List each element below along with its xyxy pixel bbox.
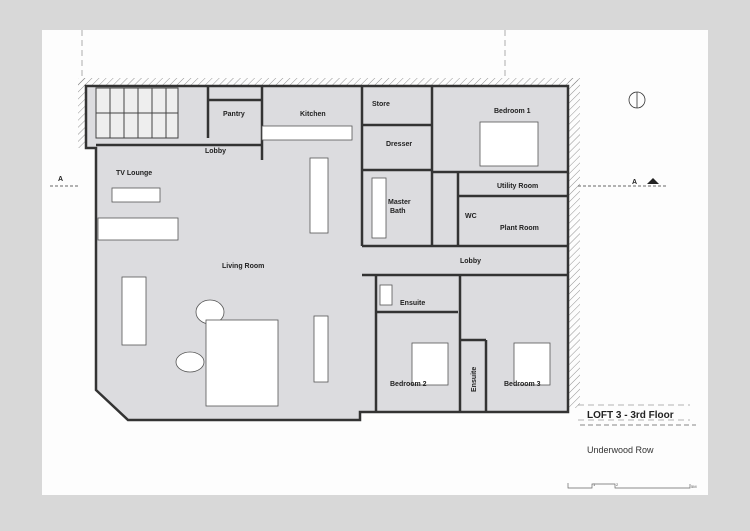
label-wc: WC bbox=[465, 213, 477, 220]
label-plant-room: Plant Room bbox=[500, 225, 539, 232]
section-marker-left: A bbox=[50, 176, 78, 187]
furniture bbox=[97, 121, 551, 407]
label-dresser: Dresser bbox=[386, 141, 412, 148]
label-tv-lounge: TV Lounge bbox=[116, 170, 152, 177]
label-lobby-entry: Lobby bbox=[205, 148, 226, 155]
staircase bbox=[95, 87, 179, 139]
plan-title: LOFT 3 - 3rd Floor bbox=[587, 410, 674, 421]
party-wall-top bbox=[78, 78, 578, 86]
svg-text:A: A bbox=[632, 179, 637, 186]
label-living-room: Living Room bbox=[222, 263, 264, 270]
label-master-bath-2: Bath bbox=[390, 208, 406, 215]
label-bedroom-2: Bedroom 2 bbox=[390, 381, 427, 388]
label-kitchen: Kitchen bbox=[300, 111, 326, 118]
section-marker-right: A bbox=[578, 178, 666, 187]
label-pantry: Pantry bbox=[223, 111, 245, 118]
label-ensuite-2: Ensuite bbox=[400, 300, 425, 307]
svg-text:2: 2 bbox=[616, 482, 619, 487]
label-bedroom-1: Bedroom 1 bbox=[494, 108, 531, 115]
street-name: Underwood Row bbox=[587, 445, 654, 455]
svg-text:A: A bbox=[58, 176, 63, 183]
label-lobby-bedrooms: Lobby bbox=[460, 258, 481, 265]
svg-text:1: 1 bbox=[593, 482, 596, 487]
party-wall-right bbox=[568, 78, 580, 408]
label-utility-room: Utility Room bbox=[497, 183, 538, 190]
scale-bar: 1 2 5M bbox=[567, 482, 697, 489]
label-bedroom-3: Bedroom 3 bbox=[504, 381, 541, 388]
label-ensuite-3: Ensuite bbox=[471, 367, 478, 392]
label-master-bath: Master bbox=[388, 199, 411, 206]
svg-text:5M: 5M bbox=[691, 484, 697, 489]
room-labels: Pantry Kitchen Store Bedroom 1 Lobby Dre… bbox=[116, 101, 541, 392]
north-arrow-icon bbox=[628, 91, 646, 109]
site-boundary bbox=[81, 30, 690, 421]
interior-walls bbox=[96, 86, 568, 412]
label-store: Store bbox=[372, 101, 390, 108]
party-wall-left bbox=[78, 78, 86, 148]
